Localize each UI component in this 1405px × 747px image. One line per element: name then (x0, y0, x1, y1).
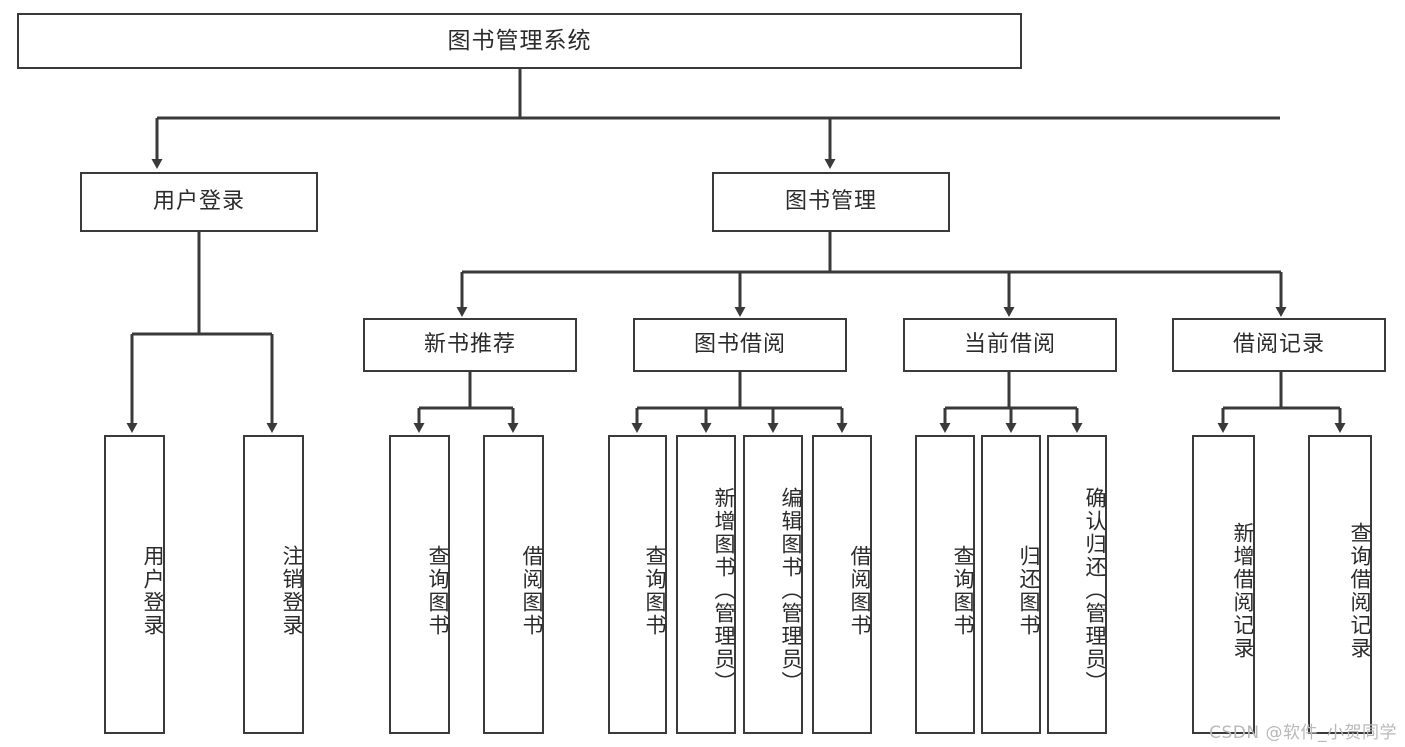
node-leaf-user-login[interactable]: 用户登录 (104, 435, 165, 734)
node-book-borrow[interactable]: 图书借阅 (633, 318, 847, 372)
node-root-label: 图书管理系统 (447, 27, 592, 54)
node-book-manage[interactable]: 图书管理 (712, 172, 950, 232)
node-new-book-rec-label: 新书推荐 (423, 332, 516, 357)
node-leaf-cb-return-book-label: 归还图书 (1017, 544, 1041, 637)
node-leaf-br-query-record-label: 查询借阅记录 (1348, 521, 1372, 660)
node-leaf-rec-query-book-label: 查询图书 (426, 544, 450, 637)
node-new-book-rec[interactable]: 新书推荐 (363, 318, 577, 372)
node-leaf-bb-add-book-label: 新增图书（管理员） (712, 487, 736, 694)
node-root[interactable]: 图书管理系统 (17, 13, 1022, 69)
node-leaf-br-add-record-label: 新增借阅记录 (1231, 521, 1255, 660)
node-leaf-bb-edit-book-label: 编辑图书（管理员） (779, 487, 803, 694)
node-leaf-cb-query-book-label: 查询图书 (951, 544, 975, 637)
node-leaf-bb-edit-book[interactable]: 编辑图书（管理员） (743, 435, 803, 734)
node-leaf-rec-borrow-book[interactable]: 借阅图书 (483, 435, 544, 734)
node-book-borrow-label: 图书借阅 (693, 332, 786, 357)
node-leaf-user-logout-label: 注销登录 (280, 544, 304, 637)
node-leaf-cb-confirm-return[interactable]: 确认归还（管理员） (1047, 435, 1107, 734)
node-user-login[interactable]: 用户登录 (80, 172, 318, 232)
node-leaf-user-login-label: 用户登录 (141, 544, 165, 637)
node-leaf-bb-add-book[interactable]: 新增图书（管理员） (676, 435, 736, 734)
node-leaf-rec-query-book[interactable]: 查询图书 (389, 435, 450, 734)
node-user-login-label: 用户登录 (152, 189, 245, 214)
node-book-manage-label: 图书管理 (784, 189, 877, 214)
node-leaf-user-logout[interactable]: 注销登录 (243, 435, 304, 734)
node-leaf-bb-query-book[interactable]: 查询图书 (608, 435, 667, 734)
node-leaf-br-add-record[interactable]: 新增借阅记录 (1192, 435, 1255, 734)
node-borrow-record[interactable]: 借阅记录 (1172, 318, 1386, 372)
node-leaf-br-query-record[interactable]: 查询借阅记录 (1308, 435, 1372, 734)
node-current-borrow-label: 当前借阅 (963, 332, 1056, 357)
node-leaf-cb-return-book[interactable]: 归还图书 (981, 435, 1041, 734)
watermark: CSDN @软件_小贺同学 (1209, 723, 1397, 743)
node-leaf-cb-confirm-return-label: 确认归还（管理员） (1083, 487, 1107, 694)
node-leaf-cb-query-book[interactable]: 查询图书 (915, 435, 975, 734)
node-leaf-bb-borrow-book-label: 借阅图书 (848, 544, 872, 637)
node-leaf-bb-borrow-book[interactable]: 借阅图书 (812, 435, 872, 734)
node-leaf-bb-query-book-label: 查询图书 (643, 544, 667, 637)
node-borrow-record-label: 借阅记录 (1232, 332, 1325, 357)
node-leaf-rec-borrow-book-label: 借阅图书 (520, 544, 544, 637)
node-current-borrow[interactable]: 当前借阅 (903, 318, 1117, 372)
